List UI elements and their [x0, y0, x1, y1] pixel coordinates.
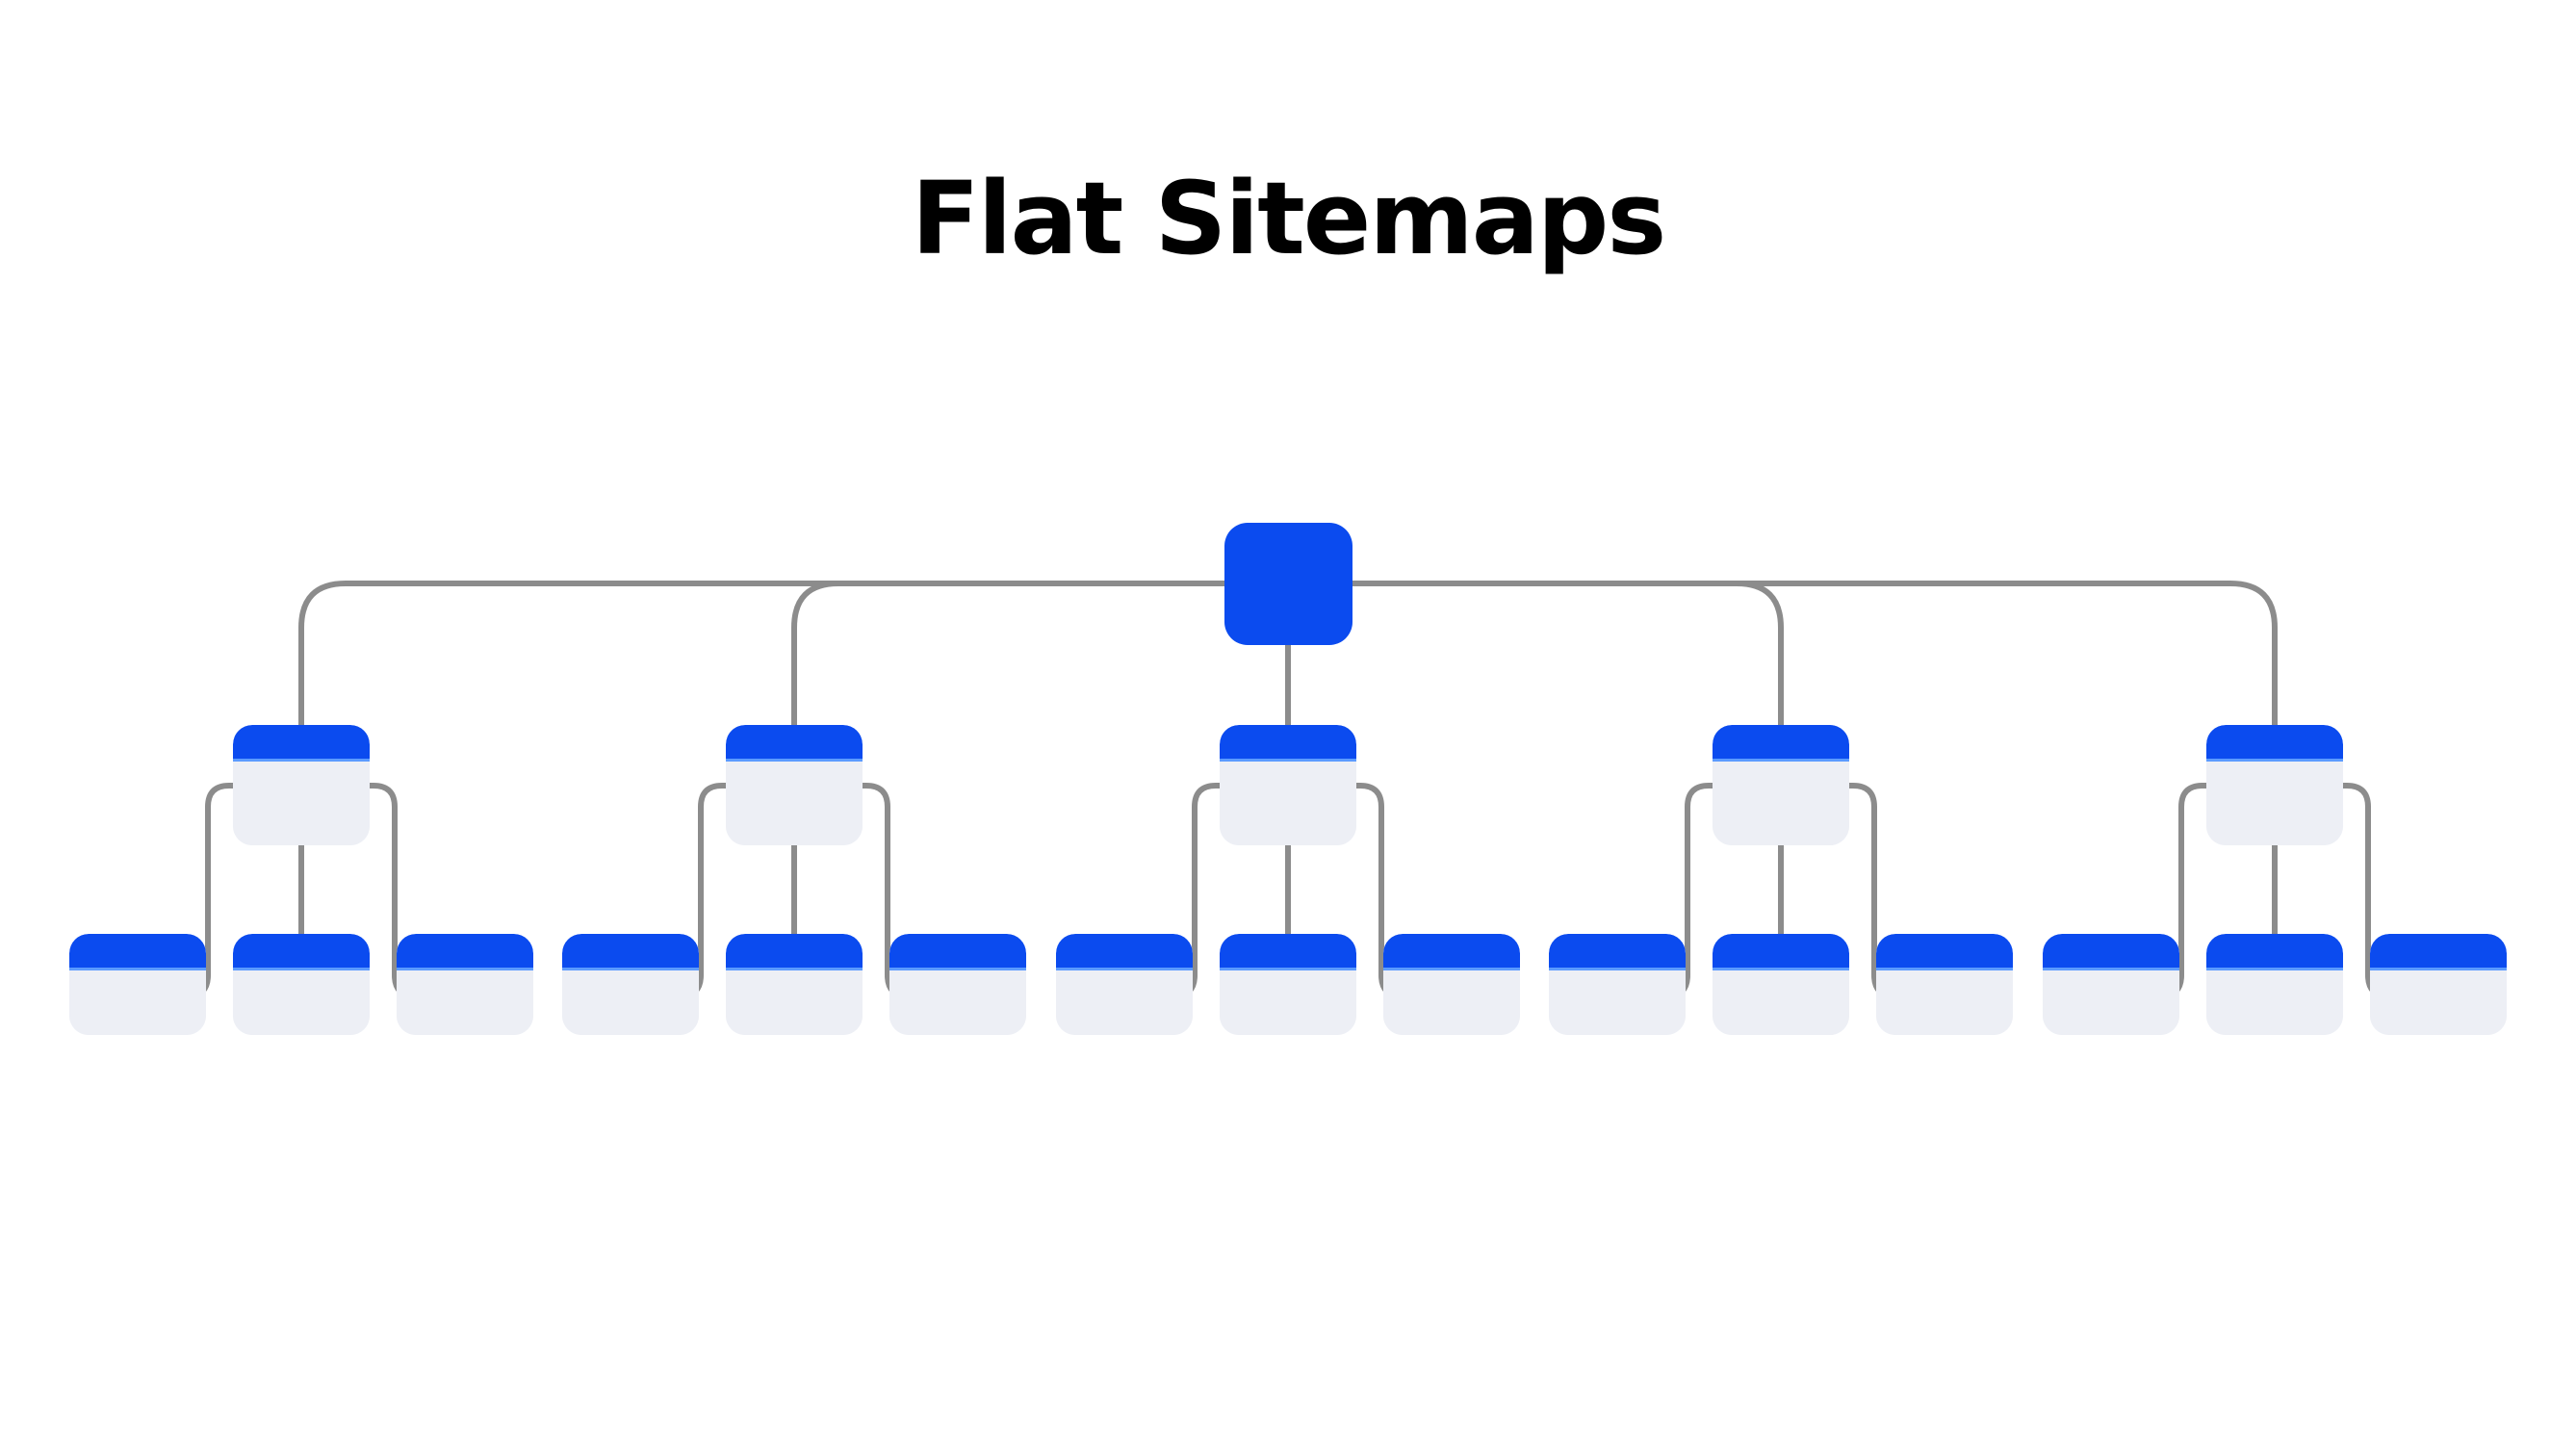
- node-header-bar: [2206, 934, 2343, 970]
- node-body: [2206, 970, 2343, 1035]
- leaf-node[interactable]: [1549, 934, 1686, 1035]
- leaf-node[interactable]: [2370, 934, 2507, 1035]
- node-header-bar: [1713, 934, 1849, 970]
- node-header-bar: [1549, 934, 1686, 970]
- node-body: [2370, 970, 2507, 1035]
- root-node[interactable]: [1224, 523, 1352, 645]
- leaf-node[interactable]: [889, 934, 1026, 1035]
- node-body: [2206, 762, 2343, 845]
- node-body: [397, 970, 533, 1035]
- node-body: [233, 762, 370, 845]
- level2-node[interactable]: [1220, 725, 1356, 845]
- leaf-node[interactable]: [1383, 934, 1520, 1035]
- node-body: [2043, 970, 2179, 1035]
- leaf-node[interactable]: [233, 934, 370, 1035]
- node-body: [562, 970, 699, 1035]
- node-header-bar: [1220, 725, 1356, 762]
- leaf-node[interactable]: [69, 934, 206, 1035]
- node-header-bar: [1056, 934, 1193, 970]
- leaf-node[interactable]: [1220, 934, 1356, 1035]
- node-body: [1220, 970, 1356, 1035]
- node-header-bar: [726, 725, 863, 762]
- node-body: [1220, 762, 1356, 845]
- leaf-node[interactable]: [1876, 934, 2013, 1035]
- node-body: [1383, 970, 1520, 1035]
- node-header-bar: [1220, 934, 1356, 970]
- page-title: Flat Sitemaps: [911, 160, 1667, 277]
- leaf-node[interactable]: [397, 934, 533, 1035]
- node-header-bar: [562, 934, 699, 970]
- level2-node[interactable]: [726, 725, 863, 845]
- leaf-node[interactable]: [562, 934, 699, 1035]
- node-body: [726, 970, 863, 1035]
- level2-node[interactable]: [1713, 725, 1849, 845]
- leaf-node[interactable]: [2043, 934, 2179, 1035]
- node-header-bar: [1383, 934, 1520, 970]
- node-header-bar: [2206, 725, 2343, 762]
- node-body: [233, 970, 370, 1035]
- node-body: [726, 762, 863, 845]
- node-body: [69, 970, 206, 1035]
- node-header-bar: [889, 934, 1026, 970]
- node-header-bar: [2370, 934, 2507, 970]
- leaf-node[interactable]: [1056, 934, 1193, 1035]
- node-body: [1056, 970, 1193, 1035]
- node-header-bar: [726, 934, 863, 970]
- leaf-node[interactable]: [726, 934, 863, 1035]
- level2-node[interactable]: [233, 725, 370, 845]
- node-body: [1713, 970, 1849, 1035]
- node-body: [1876, 970, 2013, 1035]
- node-body: [1549, 970, 1686, 1035]
- level2-node[interactable]: [2206, 725, 2343, 845]
- node-header-bar: [69, 934, 206, 970]
- node-header-bar: [1713, 725, 1849, 762]
- node-header-bar: [233, 934, 370, 970]
- node-header-bar: [397, 934, 533, 970]
- node-body: [1713, 762, 1849, 845]
- leaf-node[interactable]: [2206, 934, 2343, 1035]
- node-header-bar: [233, 725, 370, 762]
- node-body: [889, 970, 1026, 1035]
- node-header-bar: [2043, 934, 2179, 970]
- node-header-bar: [1876, 934, 2013, 970]
- leaf-node[interactable]: [1713, 934, 1849, 1035]
